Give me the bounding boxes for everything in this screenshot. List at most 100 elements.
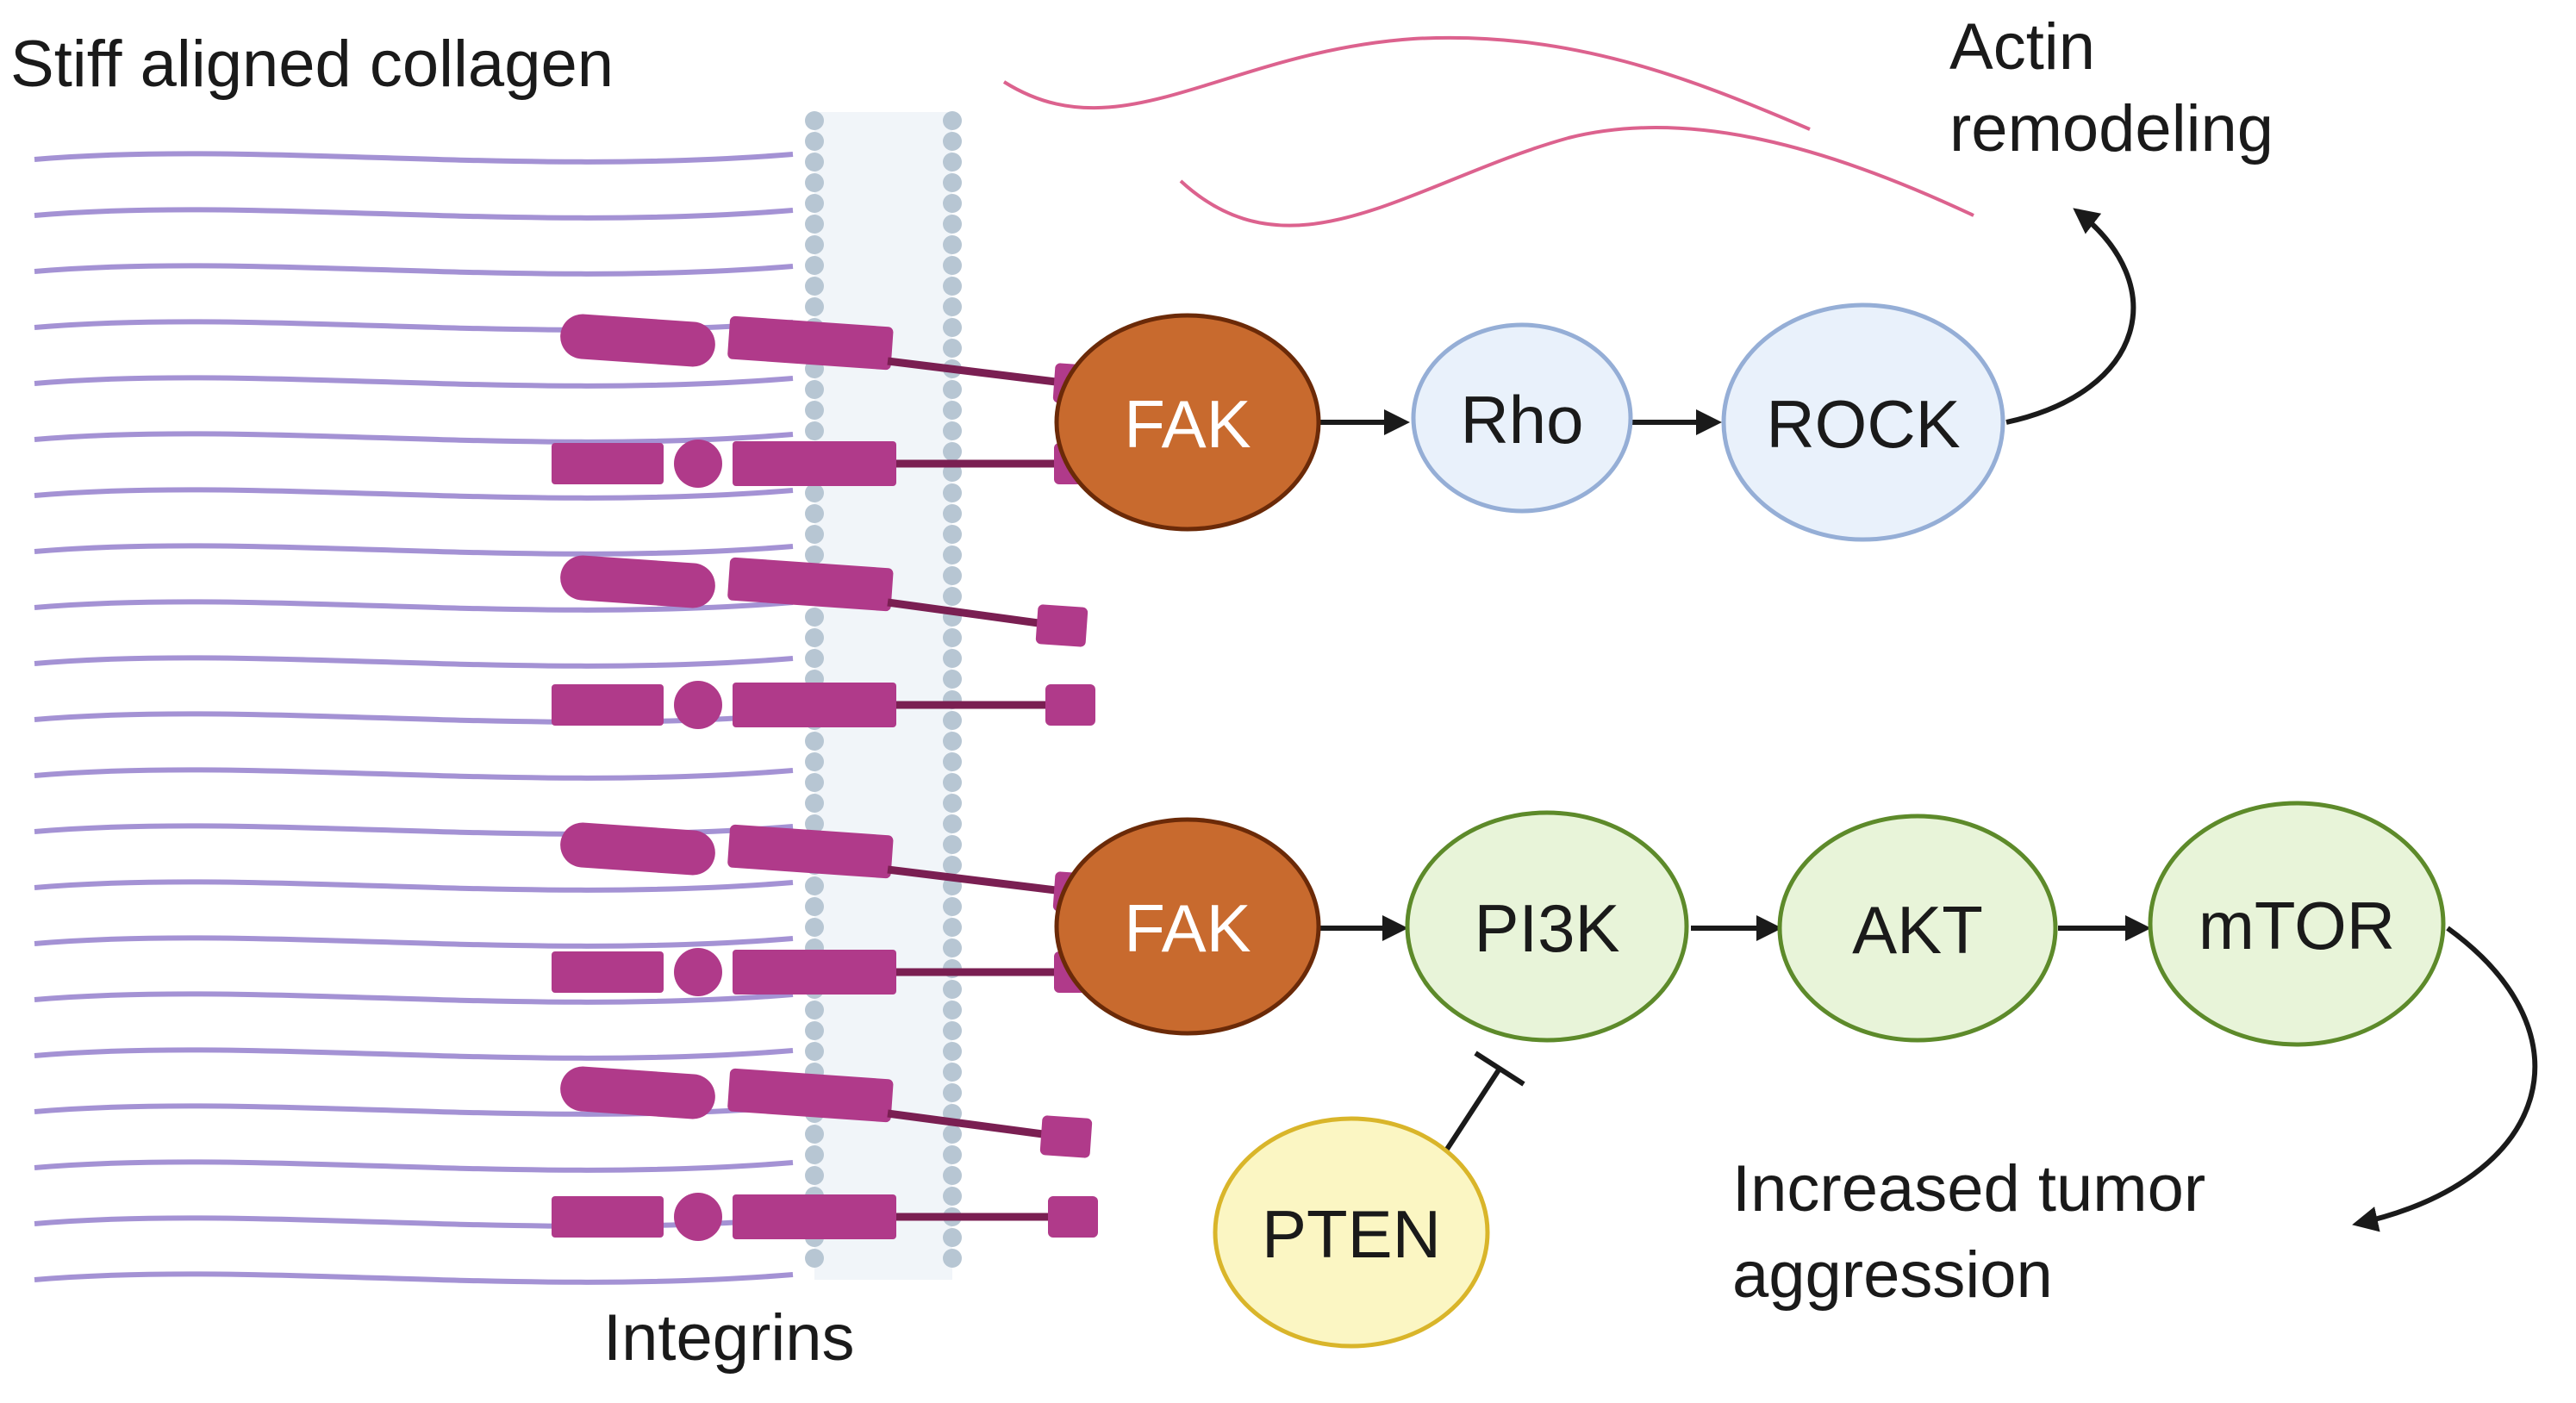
lipid-head (805, 1166, 824, 1185)
mtor-label: mTOR (2199, 888, 2395, 963)
lipid-head (943, 1063, 962, 1082)
lipid-head (943, 297, 962, 316)
integrins-group (552, 314, 1106, 1241)
lipid-head (805, 814, 824, 833)
rock-node: ROCK (1721, 302, 2005, 542)
pten-node: PTEN (1213, 1116, 1490, 1349)
lipid-head (805, 132, 824, 151)
lipid-head (805, 401, 824, 420)
lipid-head (805, 649, 824, 668)
lipid-head (943, 421, 962, 440)
actin-filament-1 (1002, 35, 1811, 131)
lipid-head (805, 773, 824, 792)
connectors (1319, 208, 2538, 1232)
lipid-head (805, 876, 824, 895)
lipid-head (943, 525, 962, 544)
lipid-head (943, 235, 962, 254)
inhibition-pten-pi3k (1444, 1067, 1502, 1152)
lipid-head (943, 670, 962, 689)
lipid-head (943, 752, 962, 771)
lipid-head (805, 752, 824, 771)
arrow-mtor-outcome (2352, 926, 2538, 1232)
lipid-head (943, 1166, 962, 1185)
lipid-head (805, 1125, 824, 1144)
lipid-head (805, 546, 824, 564)
lipid-head (943, 194, 962, 213)
lipid-head (943, 628, 962, 647)
lipid-head (805, 173, 824, 192)
pi3k-label: PI3K (1474, 890, 1619, 966)
lipid-head (943, 856, 962, 875)
fak-top-node: FAK (1054, 313, 1321, 532)
lipid-head (805, 525, 824, 544)
lipid-head (943, 132, 962, 151)
lipid-head (805, 277, 824, 296)
collagen-fiber (34, 375, 794, 389)
collagen-fiber (34, 487, 794, 501)
collagen-fiber (34, 431, 794, 445)
lipid-head (805, 918, 824, 937)
lipid-head (805, 897, 824, 916)
actin-filaments (1002, 35, 1974, 228)
lipid-head (943, 897, 962, 916)
fak-bottom-label: FAK (1124, 890, 1251, 966)
collagen-fiber (34, 1047, 794, 1061)
lipid-head (943, 442, 962, 461)
lipid-head (805, 732, 824, 751)
collagen-fiber (34, 991, 794, 1005)
integrin-alpha (560, 314, 1106, 406)
lipid-head (943, 732, 962, 751)
outcome-label-line1: Increased tumor (1732, 1152, 2205, 1225)
actin-label-line1: Actin (1949, 10, 2095, 84)
integrin-beta (552, 440, 1104, 488)
rock-label: ROCK (1766, 386, 1960, 462)
lipid-head (943, 546, 962, 564)
integrin-alpha (560, 1066, 1093, 1158)
collagen-label: Stiff aligned collagen (10, 28, 614, 101)
lipid-head (805, 256, 824, 275)
lipid-head (943, 1249, 962, 1268)
lipid-head (805, 504, 824, 523)
actin-filament-2 (1179, 126, 1974, 228)
collagen-fiber (34, 1271, 794, 1285)
lipid-head (943, 835, 962, 854)
pi3k-node: PI3K (1405, 810, 1689, 1043)
lipid-head (805, 1249, 824, 1268)
lipid-head (805, 608, 824, 627)
integrin-beta (552, 948, 1104, 996)
inhibition-bar (1474, 1051, 1525, 1087)
lipid-head (943, 504, 962, 523)
collagen-fiber (34, 711, 794, 725)
rho-node: Rho (1411, 322, 1633, 514)
collagen-fiber (34, 1159, 794, 1173)
lipid-head (943, 980, 962, 999)
lipid-head (943, 173, 962, 192)
lipid-head (943, 1001, 962, 1020)
collagen-fiber (34, 935, 794, 949)
lipid-head (943, 153, 962, 171)
lipid-head (943, 380, 962, 399)
lipid-head (805, 297, 824, 316)
collagen-fiber (34, 767, 794, 781)
lipid-head (943, 215, 962, 234)
lipid-head (943, 711, 962, 730)
lipid-head (943, 1228, 962, 1247)
lipid-head (943, 773, 962, 792)
lipid-head (943, 918, 962, 937)
integrins-label: Integrins (603, 1301, 855, 1375)
lipid-head (805, 1001, 824, 1020)
lipid-head (805, 111, 824, 130)
lipid-head (943, 1125, 962, 1144)
integrin-beta (552, 681, 1095, 729)
lipid-head (943, 649, 962, 668)
collagen-fiber (34, 543, 794, 557)
lipid-head (943, 566, 962, 585)
lipid-head (805, 794, 824, 813)
rho-label: Rho (1460, 382, 1583, 458)
lipid-head (943, 339, 962, 358)
lipid-head (805, 380, 824, 399)
lipid-head (805, 483, 824, 502)
lipid-head (943, 1042, 962, 1061)
lipid-head (943, 401, 962, 420)
